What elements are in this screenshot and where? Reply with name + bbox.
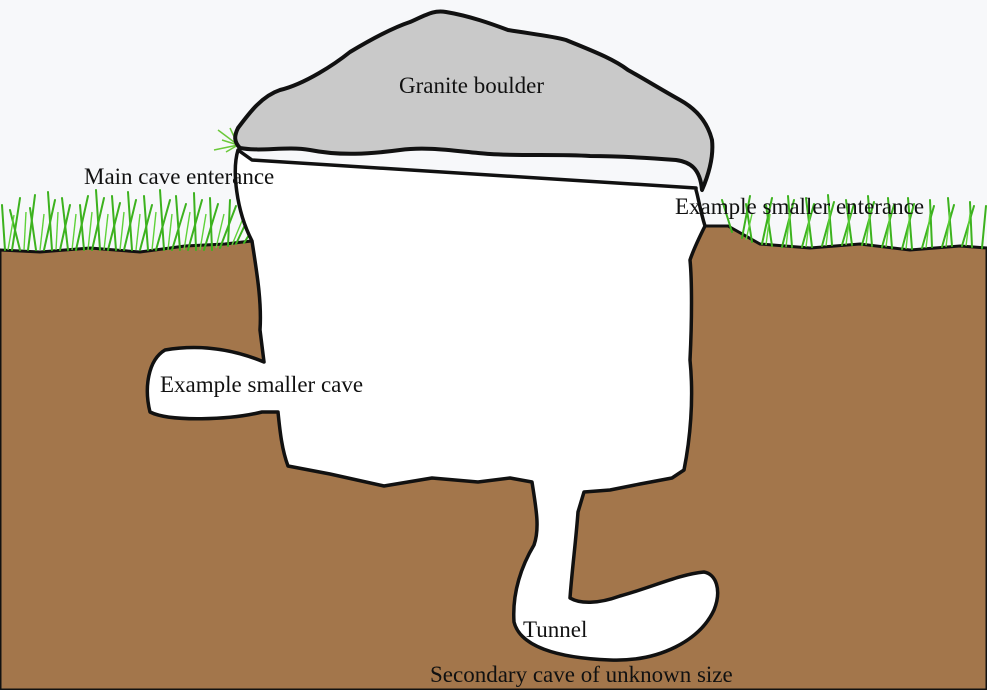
label-secondary-cave: Secondary cave of unknown size <box>430 663 733 686</box>
label-smaller-cave: Example smaller cave <box>160 373 363 396</box>
label-smaller-entrance: Example smaller enterance <box>675 195 924 218</box>
label-granite-boulder: Granite boulder <box>399 74 544 97</box>
label-main-entrance: Main cave enterance <box>84 165 274 188</box>
label-tunnel: Tunnel <box>523 618 587 641</box>
